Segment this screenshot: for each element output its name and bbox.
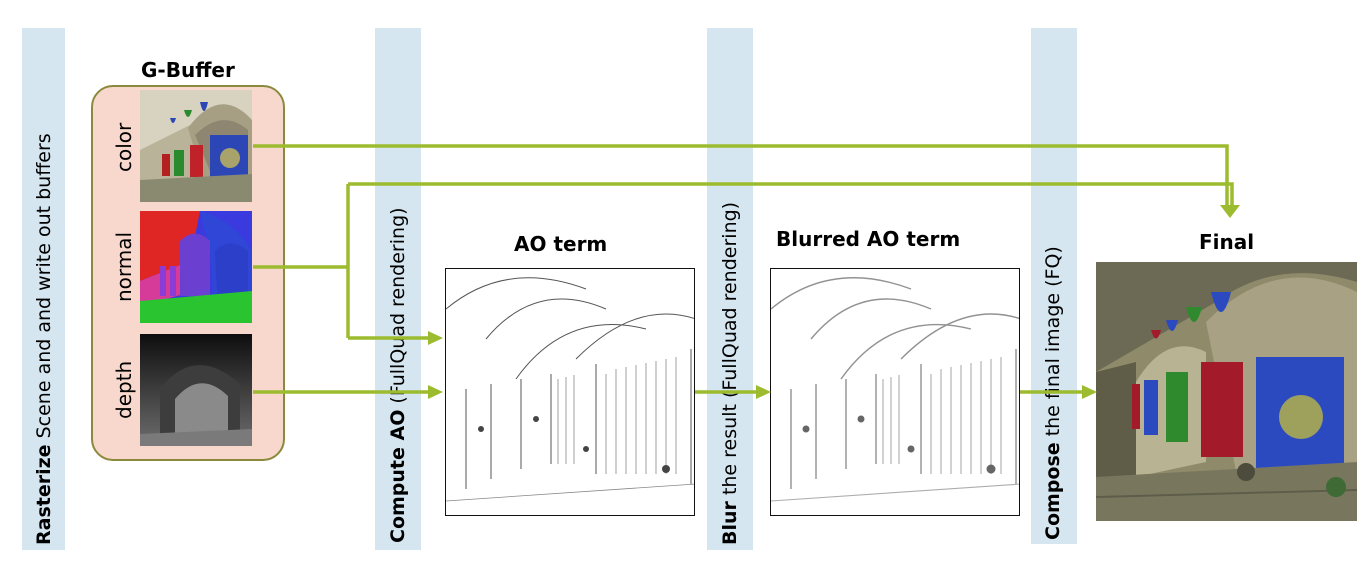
normal-to-final-line — [348, 182, 1234, 208]
arrowhead-depth-ao — [428, 385, 443, 399]
arrowhead-blur-final — [1082, 385, 1097, 399]
normal-buffer-image — [140, 211, 252, 323]
blurred-ao-term-title: Blurred AO term — [776, 227, 961, 251]
ao-term-title: AO term — [514, 232, 608, 256]
arrowhead-ao-blur — [756, 385, 771, 399]
blurred-ao-term-image — [770, 268, 1020, 516]
stage-bar-blur — [707, 28, 753, 550]
arrowhead-final-top — [1220, 205, 1240, 218]
gbuffer-title: G-Buffer — [141, 58, 235, 82]
stage-bar-rasterize — [22, 28, 65, 550]
stage-bar-compose — [1031, 28, 1077, 544]
color-to-final-line — [253, 144, 1229, 208]
final-title: Final — [1199, 230, 1255, 254]
stage-bar-compute-ao — [375, 28, 421, 550]
ao-term-image — [445, 268, 695, 516]
final-image — [1096, 262, 1357, 521]
color-buffer-image — [140, 90, 252, 202]
arrowhead-normal-ao — [428, 331, 443, 345]
depth-buffer-image — [140, 334, 252, 446]
